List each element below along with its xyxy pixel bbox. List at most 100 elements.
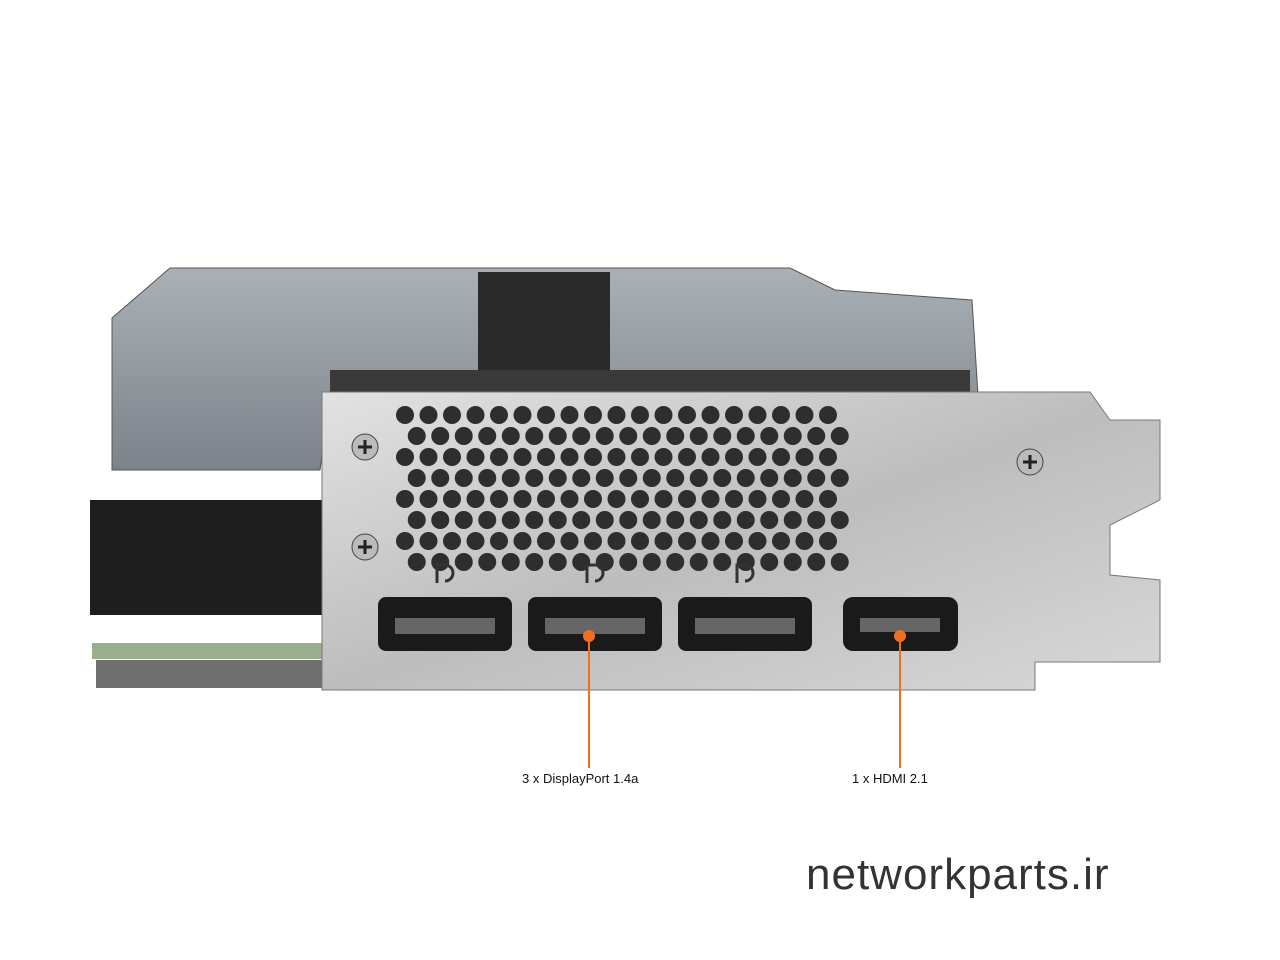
vent-hole	[490, 406, 508, 424]
vent-hole	[654, 406, 673, 424]
vent-hole	[478, 469, 497, 487]
vent-hole	[654, 490, 673, 508]
vent-hole	[431, 553, 450, 571]
vent-hole	[689, 511, 708, 529]
vent-hole	[666, 511, 685, 529]
watermark: networkparts.ir	[806, 850, 1110, 899]
vent-hole	[619, 427, 638, 445]
dp-logo-icon	[735, 563, 755, 583]
vent-hole	[407, 469, 426, 487]
vent-hole	[607, 406, 626, 424]
vent-hole	[525, 427, 544, 445]
vent-hole	[795, 490, 814, 508]
vent-hole	[642, 469, 661, 487]
vent-hole	[678, 448, 696, 466]
vent-hole	[819, 448, 837, 466]
vent-hole	[819, 406, 837, 424]
vent-hole	[537, 490, 555, 508]
vent-hole	[454, 511, 473, 529]
vent-hole	[713, 553, 732, 571]
vent-hole	[713, 511, 732, 529]
screw-icon	[351, 433, 379, 461]
dp-logo-icon	[435, 563, 455, 583]
vent-hole	[713, 469, 732, 487]
vent-hole	[830, 427, 849, 445]
vent-hole	[736, 469, 755, 487]
vent-hole	[795, 406, 814, 424]
screw-icon	[351, 533, 379, 561]
vent-hole	[396, 490, 414, 508]
vent-hole	[760, 469, 779, 487]
vent-hole	[572, 511, 591, 529]
vent-hole	[478, 553, 497, 571]
vent-hole	[807, 553, 826, 571]
vent-hole	[419, 406, 438, 424]
vent-hole	[501, 553, 520, 571]
vent-hole	[407, 511, 426, 529]
vent-hole	[513, 448, 532, 466]
vent-hole	[443, 490, 461, 508]
vent-hole	[830, 553, 849, 571]
hdmi-callout-label: 1 x HDMI 2.1	[852, 771, 928, 786]
vent-hole	[701, 406, 720, 424]
vent-hole	[595, 511, 614, 529]
vent-hole	[654, 448, 673, 466]
vent-hole	[584, 448, 602, 466]
vent-hole	[689, 427, 708, 445]
vent-hole	[678, 532, 696, 550]
vent-hole	[443, 532, 461, 550]
vent-hole	[642, 553, 661, 571]
vent-hole	[396, 406, 414, 424]
vent-hole	[595, 469, 614, 487]
vent-hole	[513, 490, 532, 508]
vent-hole	[795, 532, 814, 550]
vent-hole	[501, 427, 520, 445]
displayport-port	[528, 597, 662, 651]
vent-hole	[525, 511, 544, 529]
vent-hole	[490, 532, 508, 550]
vent-hole	[548, 469, 567, 487]
vent-hole	[548, 511, 567, 529]
vent-hole	[431, 469, 450, 487]
vent-hole	[584, 406, 602, 424]
vent-hole	[560, 490, 579, 508]
displayport-callout-label: 3 x DisplayPort 1.4a	[522, 771, 639, 786]
vent-hole	[548, 427, 567, 445]
vent-hole	[772, 448, 790, 466]
vent-hole	[760, 553, 779, 571]
vent-hole	[619, 553, 638, 571]
vent-hole	[407, 553, 426, 571]
vent-hole	[454, 469, 473, 487]
vent-hole	[619, 469, 638, 487]
vent-hole	[607, 532, 626, 550]
vent-hole	[619, 511, 638, 529]
vent-hole	[431, 427, 450, 445]
displayport-port	[378, 597, 512, 651]
vent-hole	[478, 427, 497, 445]
vent-hole	[466, 448, 485, 466]
vent-hole	[560, 406, 579, 424]
vent-hole	[689, 553, 708, 571]
vent-hole	[513, 406, 532, 424]
vent-hole	[830, 511, 849, 529]
vent-hole	[701, 532, 720, 550]
vent-hole	[396, 448, 414, 466]
vent-hole	[701, 490, 720, 508]
vent-hole	[466, 490, 485, 508]
vent-hole	[490, 490, 508, 508]
vent-hole	[748, 532, 767, 550]
dp-logo-icon	[585, 563, 605, 583]
vent-hole	[407, 427, 426, 445]
vent-hole	[443, 406, 461, 424]
vent-hole	[642, 511, 661, 529]
vent-hole	[537, 448, 555, 466]
vent-hole	[513, 532, 532, 550]
vent-hole	[819, 490, 837, 508]
vent-hole	[783, 469, 802, 487]
vent-hole	[537, 406, 555, 424]
vent-hole	[772, 532, 790, 550]
vent-hole	[607, 490, 626, 508]
vent-hole	[654, 532, 673, 550]
vent-hole	[631, 490, 649, 508]
